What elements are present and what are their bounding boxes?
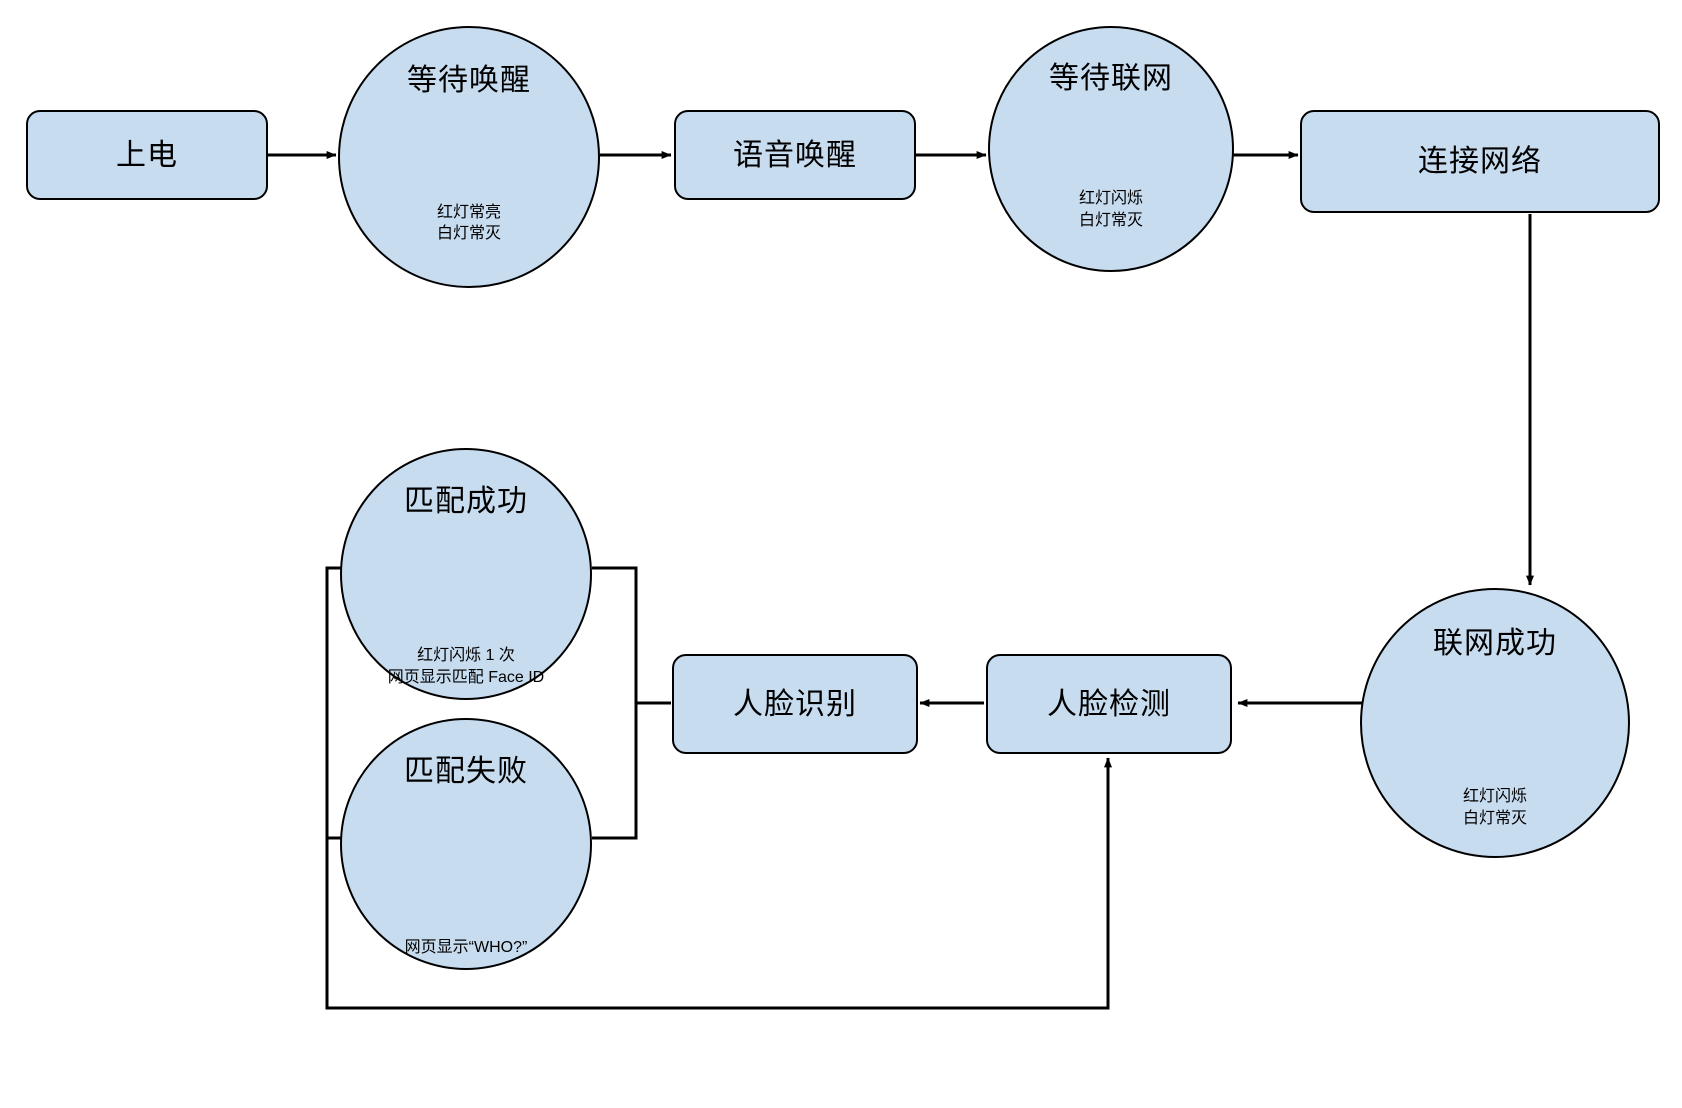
node-power-on-title: 上电: [116, 138, 178, 172]
node-face-detect-title: 人脸检测: [1047, 687, 1171, 721]
node-wait-network[interactable]: 等待联网 红灯闪烁 白灯常灭: [988, 26, 1234, 272]
node-wait-network-title: 等待联网: [1049, 61, 1173, 95]
node-network-success-title: 联网成功: [1433, 627, 1557, 661]
node-match-fail-title: 匹配失败: [404, 754, 528, 788]
node-wait-wakeup-title: 等待唤醒: [407, 64, 531, 98]
node-wait-network-sub: 红灯闪烁 白灯常灭: [1078, 190, 1143, 229]
edge-face-recognize-to-match-fail-rail: [592, 703, 638, 840]
node-wait-wakeup[interactable]: 等待唤醒 红灯常亮 白灯常灭: [338, 26, 600, 288]
node-power-on[interactable]: 上电: [26, 110, 268, 200]
node-network-success[interactable]: 联网成功 红灯闪烁 白灯常灭: [1360, 588, 1630, 858]
node-match-success-sub: 红灯闪烁 1 次 网页显示匹配 Face ID: [387, 646, 545, 686]
node-match-success[interactable]: 匹配成功 红灯闪烁 1 次 网页显示匹配 Face ID: [340, 448, 592, 700]
node-network-success-sub: 红灯闪烁 白灯常灭: [1462, 788, 1527, 827]
node-face-detect[interactable]: 人脸检测: [986, 654, 1232, 754]
node-face-recognize-title: 人脸识别: [733, 687, 857, 721]
node-match-success-title: 匹配成功: [404, 484, 528, 518]
node-connect-network[interactable]: 连接网络: [1300, 110, 1660, 213]
edge-face-recognize-to-match-branch: [592, 566, 671, 705]
node-wait-wakeup-sub: 红灯常亮 白灯常灭: [436, 203, 501, 243]
node-connect-network-title: 连接网络: [1418, 145, 1542, 178]
node-voice-wakeup[interactable]: 语音唤醒: [674, 110, 916, 200]
node-face-recognize[interactable]: 人脸识别: [672, 654, 918, 754]
node-voice-wakeup-title: 语音唤醒: [733, 138, 857, 172]
node-match-fail[interactable]: 匹配失败 网页显示“WHO?”: [340, 718, 592, 970]
node-match-fail-sub: 网页显示“WHO?”: [404, 938, 528, 956]
